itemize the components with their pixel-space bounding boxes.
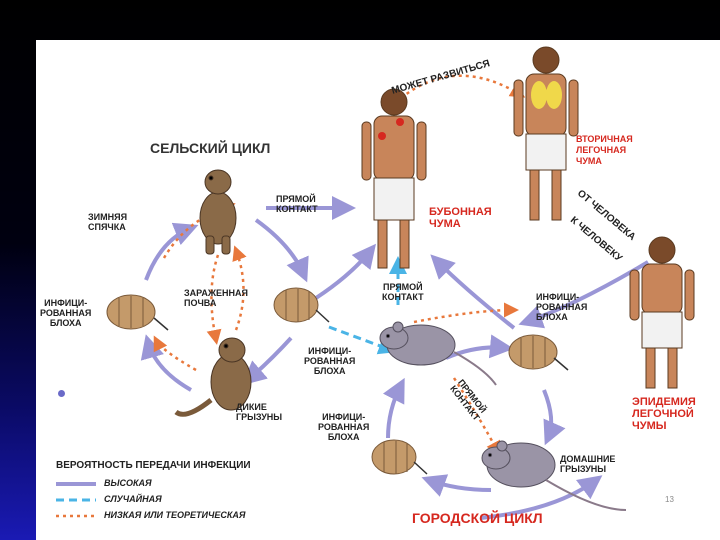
human-bubonic (361, 88, 427, 269)
legend-item-random: СЛУЧАЙНАЯ (104, 494, 162, 504)
arrow-flea-to-urban-rat (328, 325, 397, 355)
infected-flea-bottom-label: ИНФИЦИ- РОВАННАЯ БЛОХА (318, 412, 370, 442)
arrow-urban-rat-to-domestic (452, 377, 501, 457)
human-epidemic (629, 236, 695, 389)
flea-bottom (371, 439, 428, 475)
bubonic-plague-label: БУБОННАЯ ЧУМА (429, 206, 492, 230)
domestic-rodents-label: ДОМАШНИЕ ГРЫЗУНЫ (560, 454, 616, 474)
bullet-point (58, 390, 65, 397)
direct-contact-top-label: ПРЯМОЙ КОНТАКТ (276, 194, 318, 214)
page-number: 13 (665, 495, 674, 504)
marmot-bottom (174, 337, 252, 417)
plague-cycle-diagram (106, 46, 695, 520)
wild-rodents-label: ДИКИЕ ГРЫЗУНЫ (236, 402, 283, 422)
flea-right (508, 334, 569, 371)
arrow-soil-to-marmot (232, 245, 247, 331)
direct-contact-center-label: ПРЯМОЙ КОНТАКТ (382, 282, 424, 302)
infected-flea-left-label: ИНФИЦИ- РОВАННАЯ БЛОХА (40, 298, 92, 328)
legend-item-low: НИЗКАЯ ИЛИ ТЕОРЕТИЧЕСКАЯ (104, 510, 246, 520)
arrow-domestic-rat-to-bottom-flea (421, 474, 492, 497)
pneumonic-epidemic-label: ЭПИДЕМИЯ ЛЕГОЧНОЙ ЧУМЫ (632, 396, 696, 432)
low-probability-arrows (153, 74, 526, 457)
arrow-urban-rat-to-right-flea (445, 334, 514, 360)
arrow-flea-to-right-flea (413, 302, 519, 324)
arrow-urban-to-epidemic (480, 475, 603, 520)
marmot-top (199, 169, 237, 255)
infected-soil-label: ЗАРАЖЕННАЯ ПОЧВА (184, 288, 248, 308)
infected-flea-right-label: ИНФИЦИ- РОВАННАЯ БЛОХА (536, 292, 588, 322)
arrow-right-flea-to-human (430, 254, 516, 330)
secondary-pneumonic-label: ВТОРИЧНАЯ ЛЕГОЧНАЯ ЧУМА (576, 134, 633, 166)
high-probability-arrows (140, 196, 650, 520)
flea-left (106, 294, 169, 331)
random-probability-arrows (328, 256, 407, 355)
rat-domestic (481, 440, 627, 511)
legend-swatches (56, 482, 96, 518)
rural-cycle-heading: СЕЛЬСКИЙ ЦИКЛ (150, 140, 271, 156)
flea-center (273, 287, 330, 323)
arrow-marmot-to-center-flea (254, 218, 309, 283)
rat-urban (379, 321, 497, 386)
legend-title: ВЕРОЯТНОСТЬ ПЕРЕДАЧИ ИНФЕКЦИИ (56, 460, 251, 471)
arrow-left-flea-to-marmot (144, 222, 199, 281)
arrow-bottom-flea-to-urban-rat (382, 377, 405, 439)
infected-flea-center-label: ИНФИЦИ- РОВАННАЯ БЛОХА (304, 346, 356, 376)
arrow-flea-to-human (314, 243, 376, 300)
urban-cycle-heading: ГОРОДСКОЙ ЦИКЛ (412, 510, 543, 526)
slide: СЕЛЬСКИЙ ЦИКЛ ГОРОДСКОЙ ЦИКЛ МОЖЕТ РАЗВИ… (36, 40, 720, 540)
arrow-right-flea-to-domestic-rat (542, 389, 566, 446)
arrow-flea-to-wild-rodent (241, 336, 293, 386)
arrow-soil-to-rodent (206, 254, 222, 345)
winter-hibernation-label: ЗИМНЯЯ СПЯЧКА (88, 212, 128, 232)
legend-item-high: ВЫСОКАЯ (104, 478, 152, 488)
arrow-may-develop (400, 74, 526, 99)
human-secondary (513, 46, 579, 221)
arrow-wild-rodent-to-left-flea (140, 334, 192, 392)
